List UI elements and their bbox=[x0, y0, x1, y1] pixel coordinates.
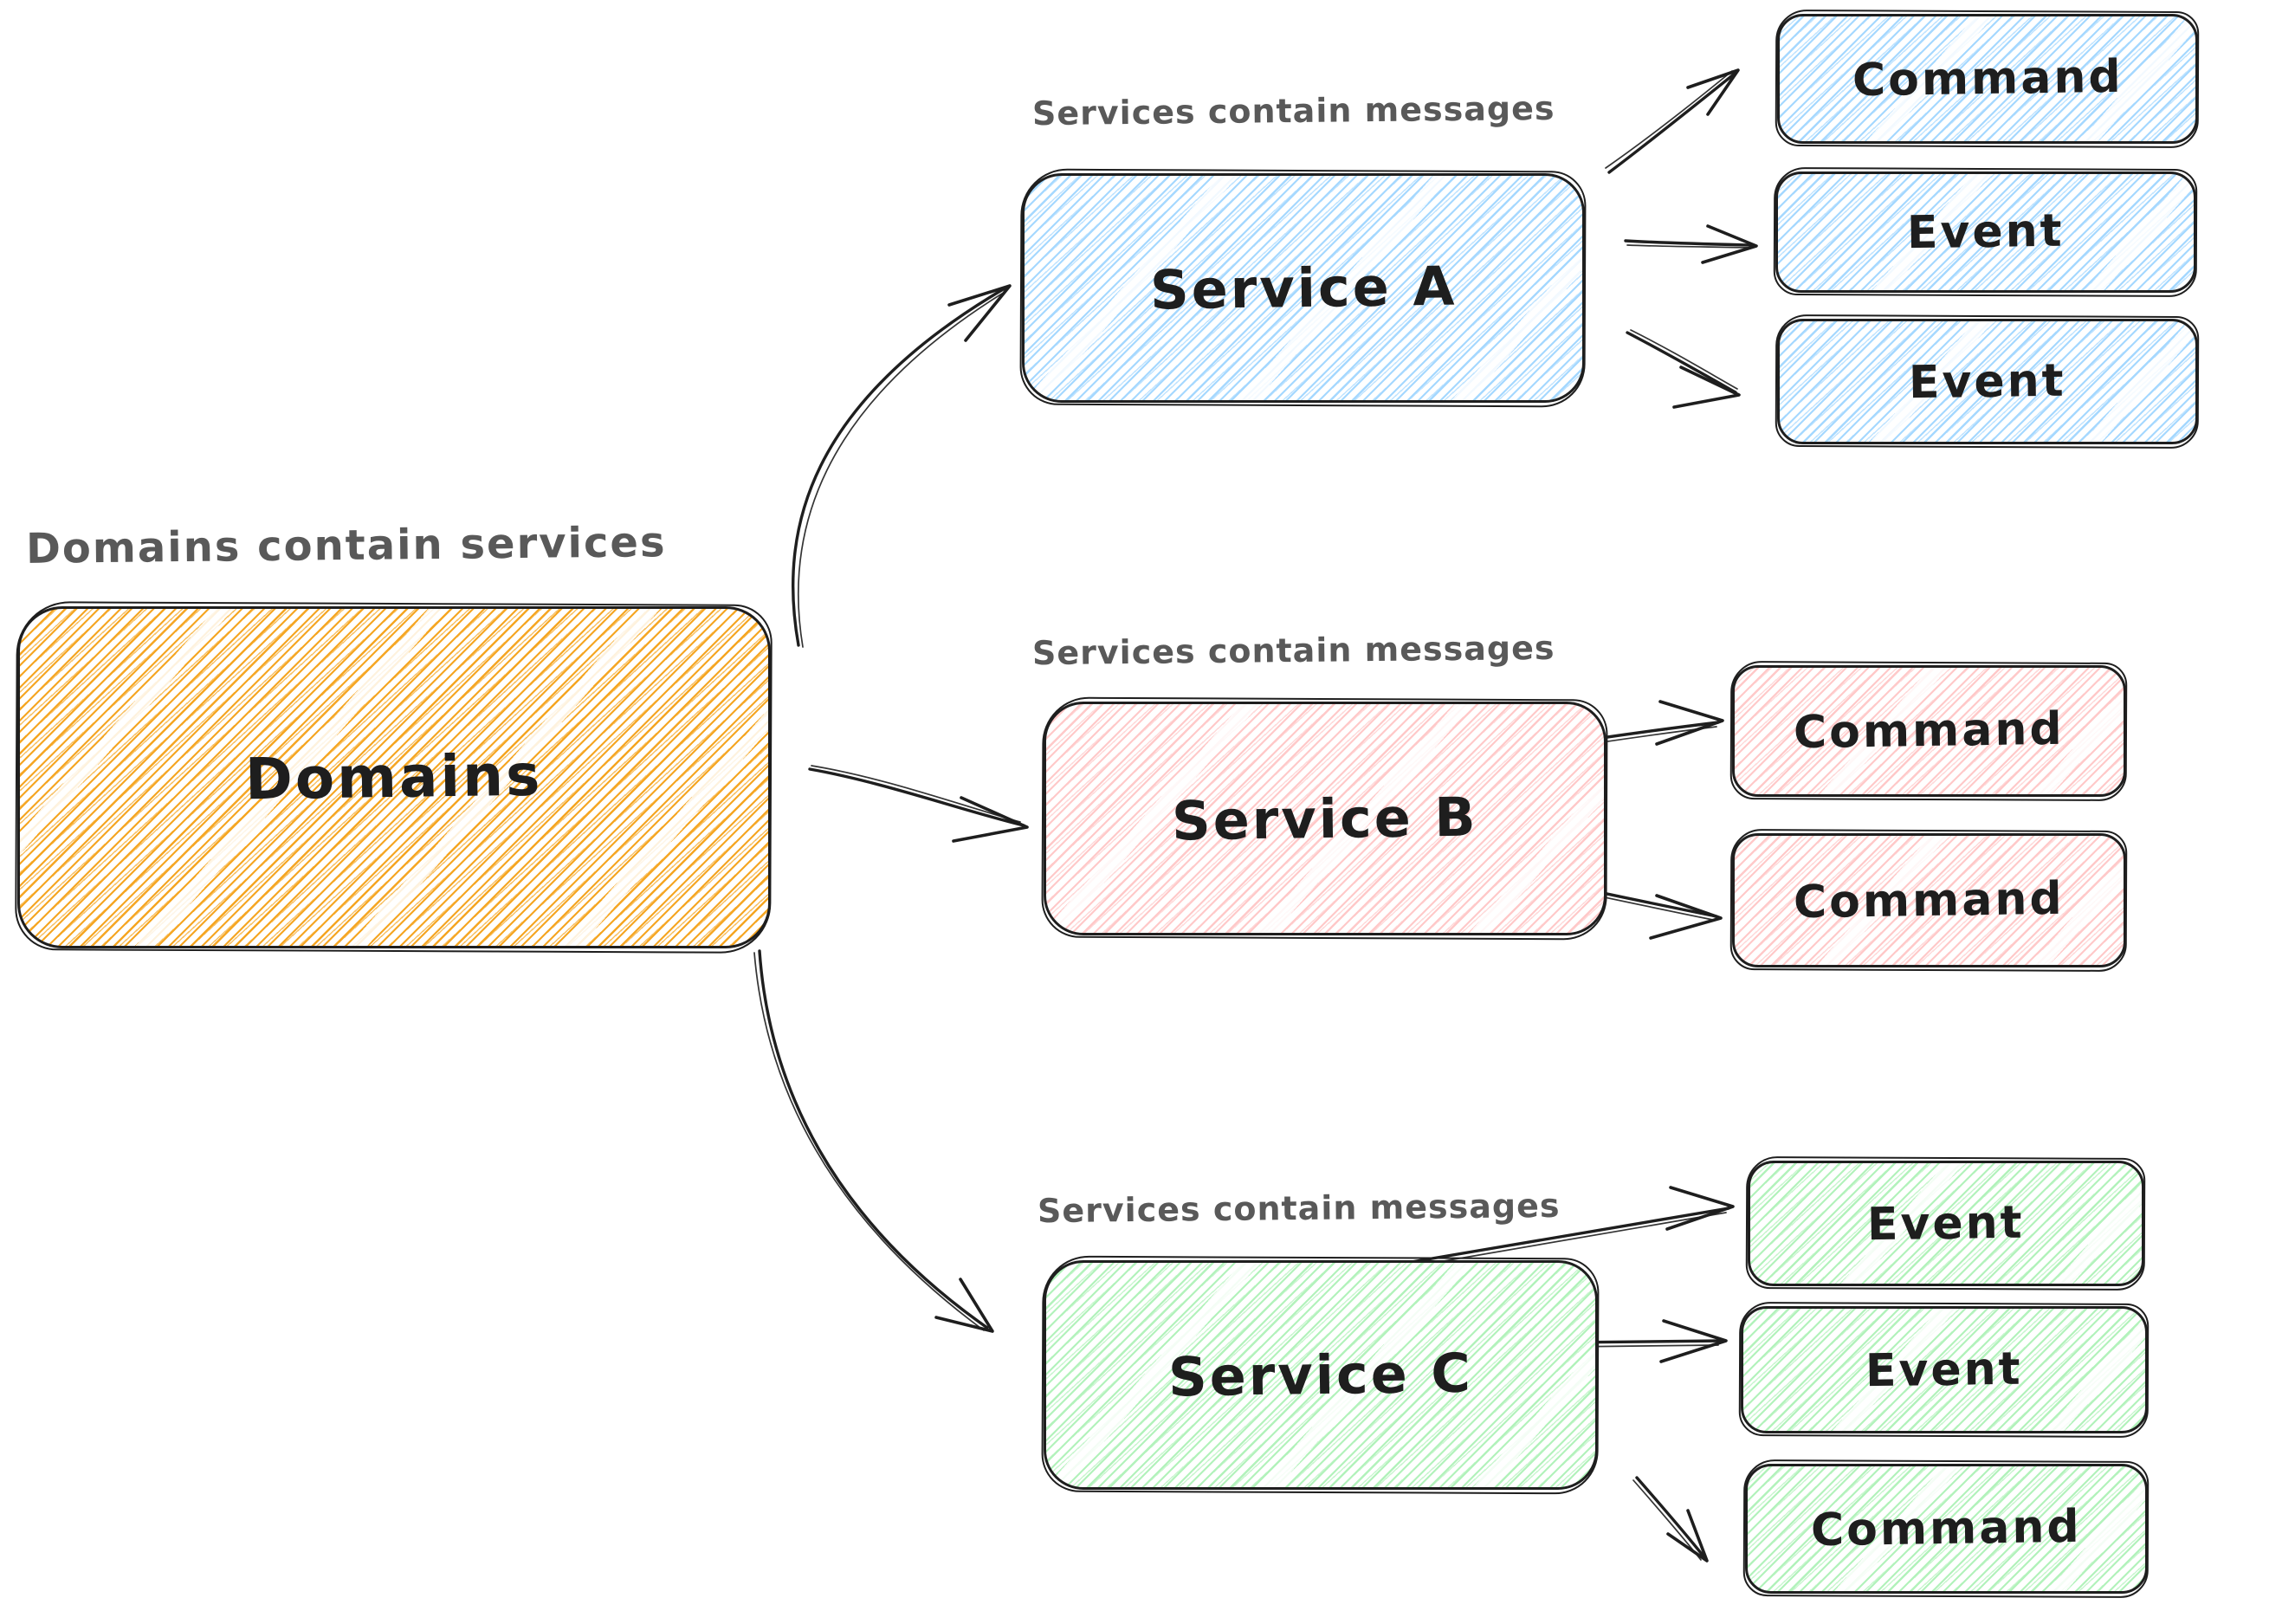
arrow-service-a-to-event-2 bbox=[1626, 329, 1741, 409]
node-service-c-label: Service C bbox=[1167, 1341, 1474, 1409]
node-message-event-c1: Event bbox=[1748, 1161, 2144, 1286]
node-message-command-b2: Command bbox=[1732, 833, 2126, 967]
node-message-command-b2-label: Command bbox=[1793, 872, 2066, 928]
node-message-event-c2-label: Event bbox=[1865, 1343, 2024, 1397]
node-message-event-a2: Event bbox=[1777, 319, 2198, 444]
node-domains: Domains bbox=[17, 606, 771, 948]
caption-services-contain-messages-a: Services contain messages bbox=[1031, 88, 1555, 133]
arrow-service-a-to-command bbox=[1605, 68, 1740, 174]
arrow-domains-to-service-a bbox=[791, 284, 1012, 648]
node-domains-label: Domains bbox=[244, 741, 544, 813]
caption-services-contain-messages-c: Services contain messages bbox=[1037, 1186, 1561, 1231]
node-message-command-c-label: Command bbox=[1810, 1500, 2083, 1557]
arrow-service-c-to-command bbox=[1632, 1476, 1709, 1563]
node-service-a: Service A bbox=[1022, 173, 1585, 403]
node-message-command-b1: Command bbox=[1732, 665, 2126, 797]
node-service-c: Service C bbox=[1044, 1260, 1598, 1490]
caption-domains-contain-services: Domains contain services bbox=[25, 518, 667, 573]
node-message-command-b1-label: Command bbox=[1793, 702, 2066, 760]
node-message-event-c1-label: Event bbox=[1866, 1196, 2026, 1251]
node-message-event-a1-label: Event bbox=[1906, 204, 2066, 260]
node-service-b-label: Service B bbox=[1171, 785, 1479, 852]
arrow-domains-to-service-b bbox=[808, 765, 1029, 843]
node-service-a-label: Service A bbox=[1149, 254, 1458, 322]
node-service-b: Service B bbox=[1044, 702, 1606, 935]
caption-services-contain-messages-b: Services contain messages bbox=[1031, 628, 1555, 673]
node-message-command-c: Command bbox=[1745, 1464, 2148, 1594]
node-message-event-a1: Event bbox=[1775, 171, 2196, 293]
node-message-event-a2-label: Event bbox=[1908, 354, 2067, 409]
node-message-command-a-label: Command bbox=[1852, 50, 2124, 107]
arrow-service-a-to-event-1 bbox=[1624, 224, 1758, 264]
arrow-domains-to-service-c bbox=[753, 949, 994, 1333]
node-message-event-c2: Event bbox=[1741, 1306, 2148, 1433]
node-message-command-a: Command bbox=[1777, 14, 2198, 144]
